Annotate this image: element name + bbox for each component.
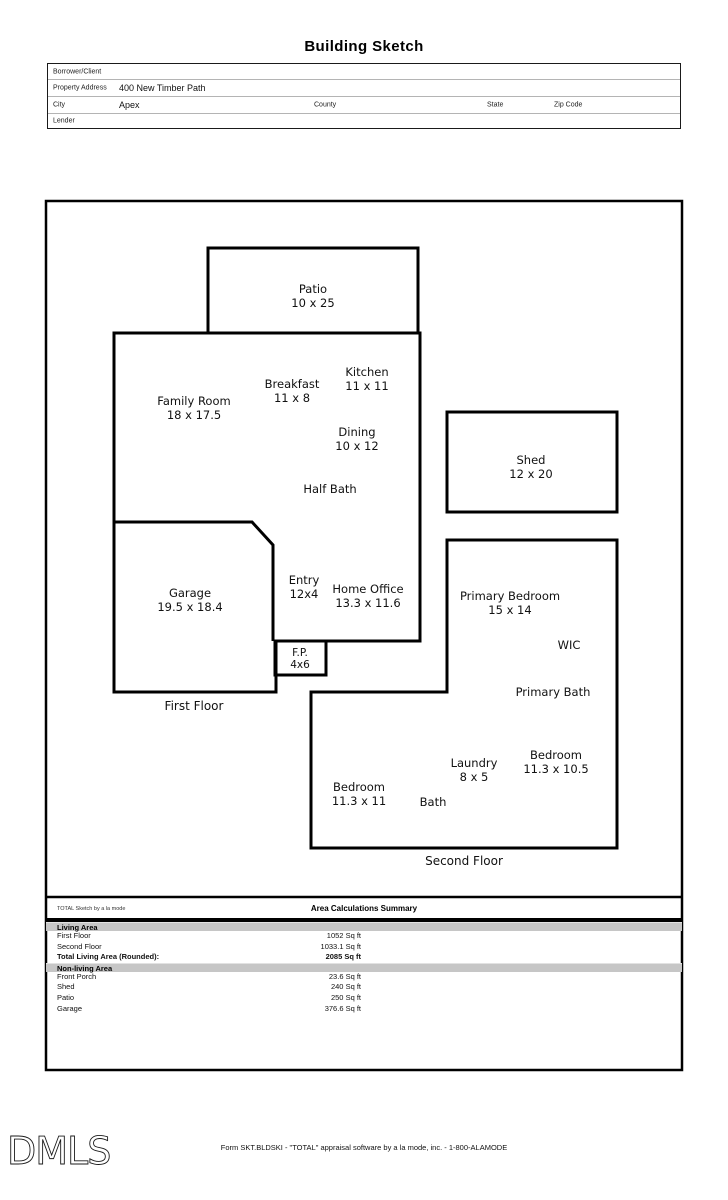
room-dining: Dining 10 x 12 [335,425,379,453]
first-floor-label: First Floor [164,699,224,713]
second-floor-label: Second Floor [425,854,503,868]
room-laundry: Laundry 8 x 5 [450,756,498,784]
state-label: State [487,101,504,109]
second-floor-outline [309,538,619,850]
table-row: Second Floor 1033.1 Sq ft [57,941,361,951]
summary-header-row: TOTAL Sketch by a la mode Area Calculati… [46,899,682,918]
living-area-section-header: Living Area [46,922,682,932]
room-primary-bath: Primary Bath [515,685,591,699]
summary-title: Area Calculations Summary [310,904,418,913]
room-breakfast: Breakfast 11 x 8 [264,377,320,405]
room-shed: Shed 12 x 20 [509,453,553,481]
room-patio: Patio 10 x 25 [291,282,335,310]
city-value: Apex [119,100,140,110]
footer-form-credit: Form SKT.BLDSKI - "TOTAL" appraisal soft… [220,1143,508,1152]
city-label: City [53,101,66,109]
page-title: Building Sketch [304,38,424,55]
borrower-label: Borrower/Client [53,68,102,75]
property-address-label: Property Address [53,84,107,92]
form-row-borrower: Borrower/Client [48,64,680,80]
room-wic: WIC [557,638,581,652]
form-row-city-county-state-zip: City Apex County State Zip Code [48,97,680,114]
dmls-logo: DMLS [7,1129,112,1174]
table-row: Patio 250 Sq ft [57,992,361,1002]
nonliving-area-section-header: Non-living Area [46,962,682,973]
room-fireplace: F.P. 4x6 [290,647,310,671]
total-living-area-row: Total Living Area (Rounded): 2085 Sq ft [57,952,361,962]
table-row: First Floor 1052 Sq ft [57,931,361,940]
room-bath: Bath [419,795,447,809]
room-entry: Entry 12x4 [288,573,320,601]
room-kitchen: Kitchen 11 x 11 [345,365,389,393]
sketch-outer-border [44,199,684,1072]
dmls-logo-text: DMLS [7,1129,110,1173]
county-label: County [314,101,337,109]
property-address-value: 400 New Timber Path [119,83,206,93]
form-row-property-address: Property Address 400 New Timber Path [48,80,680,97]
room-family-room: Family Room 18 x 17.5 [157,394,231,422]
table-row: Front Porch 23.6 Sq ft [57,971,361,981]
garage-interior-wall [114,520,275,641]
room-half-bath: Half Bath [303,482,357,496]
room-bedroom-right: Bedroom 11.3 x 10.5 [523,748,589,776]
table-row: Shed 240 Sq ft [57,982,361,992]
fireplace-outline [273,639,328,677]
area-calculations-summary: TOTAL Sketch by a la mode Area Calculati… [46,899,682,1014]
zip-code-label: Zip Code [554,101,583,109]
table-row: Garage 376.6 Sq ft [57,1003,361,1013]
property-info-form: Borrower/Client Property Address 400 New… [47,63,681,129]
shed-outline [445,410,619,514]
room-bedroom-left: Bedroom 11.3 x 11 [331,780,387,808]
form-row-lender: Lender [48,114,680,128]
room-home-office: Home Office 13.3 x 11.6 [332,582,404,610]
summary-black-bar [46,918,682,922]
lender-label: Lender [53,117,75,125]
room-primary-bedroom: Primary Bedroom 15 x 14 [459,589,561,617]
summary-credit: TOTAL Sketch by a la mode [57,906,126,912]
room-garage: Garage 19.5 x 18.4 [157,586,223,614]
